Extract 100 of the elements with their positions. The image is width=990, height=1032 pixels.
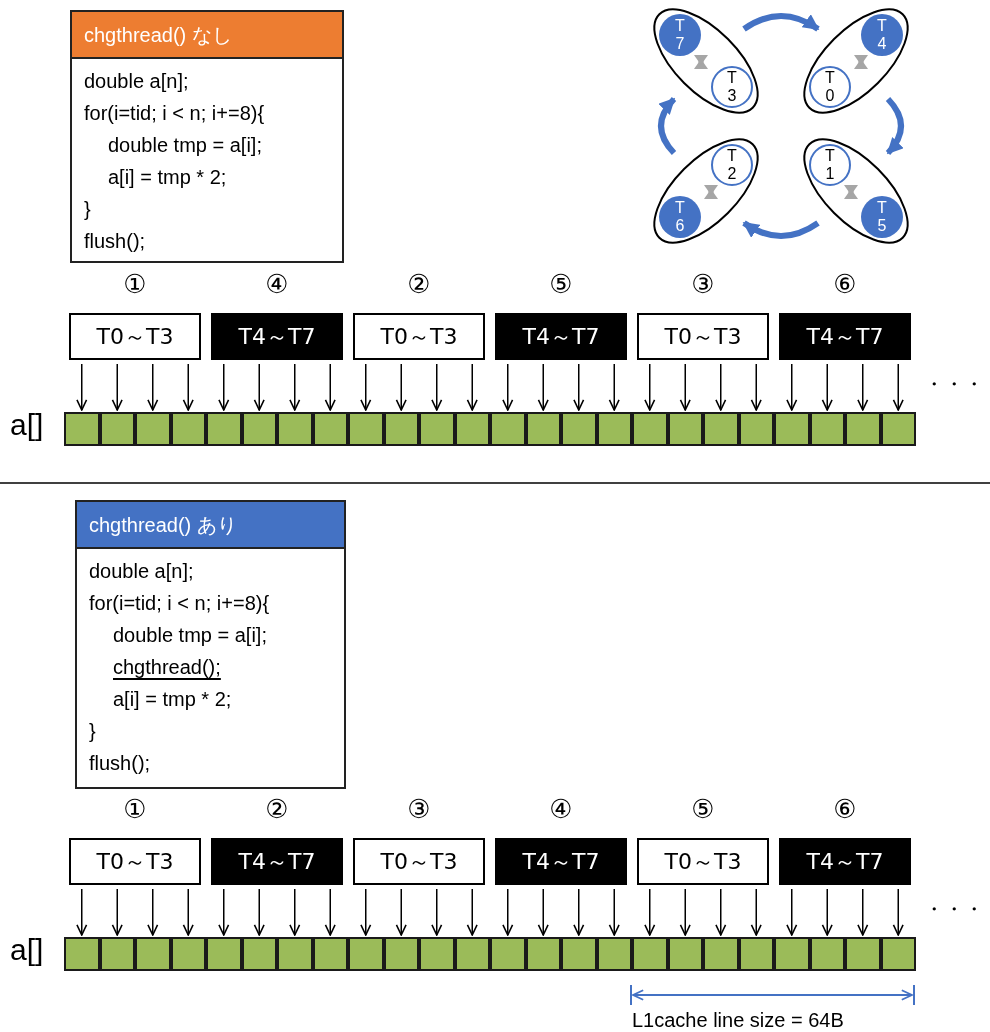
- array-cell: [348, 937, 384, 971]
- code-line: chgthread();: [113, 655, 222, 680]
- array-cell: [703, 937, 739, 971]
- arrow: [324, 888, 336, 936]
- thread-range-label: T4～T7: [522, 848, 600, 876]
- array-cell: [845, 937, 881, 971]
- code-line: a[i] = tmp * 2;: [113, 687, 233, 712]
- code-line: flush();: [84, 229, 147, 254]
- step-number: ⑤: [691, 796, 715, 822]
- thread-range-label: T0～T3: [380, 323, 458, 351]
- arrow: [573, 888, 585, 936]
- code-line: for(i=tid; i < n; i+=8){: [89, 591, 271, 616]
- array-cell: [561, 412, 597, 446]
- array-cell: [667, 937, 703, 971]
- arrow: [76, 888, 88, 936]
- step-number: ⑤: [549, 271, 573, 297]
- code-line: double a[n];: [89, 559, 195, 584]
- code-line: double tmp = a[i];: [108, 133, 263, 158]
- array-cell: [738, 937, 774, 971]
- arrow: [608, 888, 620, 936]
- array-label: a[]: [10, 410, 44, 440]
- thread-label: T1: [824, 147, 836, 183]
- swap-arrow: [846, 185, 856, 199]
- arrow: [218, 363, 230, 411]
- array-cell: [525, 412, 561, 446]
- arrow: [431, 363, 443, 411]
- arrow: [786, 363, 798, 411]
- array-cell: [809, 937, 845, 971]
- array-cell: [312, 937, 348, 971]
- array-cell: [632, 412, 668, 446]
- thread-range-label: T4～T7: [238, 323, 316, 351]
- step-number: ⑥: [833, 796, 857, 822]
- thread-range-label: T0～T3: [664, 323, 742, 351]
- code-line: for(i=tid; i < n; i+=8){: [84, 101, 266, 126]
- arrow: [537, 363, 549, 411]
- array-cell: [667, 412, 703, 446]
- array-cell: [383, 412, 419, 446]
- thread-pair-ellipse: [806, 11, 906, 111]
- thread-range-label: T4～T7: [806, 848, 884, 876]
- panel-header: chgthread() なし: [72, 12, 342, 57]
- arrow: [644, 363, 656, 411]
- arrow: [182, 888, 194, 936]
- step-number: ②: [407, 271, 431, 297]
- array-cell: [774, 937, 810, 971]
- arrow: [466, 888, 478, 936]
- thread-range-label: T0～T3: [96, 323, 174, 351]
- arrow: [182, 363, 194, 411]
- array-cell: [312, 412, 348, 446]
- array-cell: [206, 937, 242, 971]
- step-number: ④: [549, 796, 573, 822]
- code-line: double tmp = a[i];: [113, 623, 268, 648]
- step-number: ③: [407, 796, 431, 822]
- thread-label: T5: [876, 199, 888, 235]
- arrow: [892, 363, 904, 411]
- arrow: [892, 888, 904, 936]
- rotation-arrow: [742, 220, 820, 239]
- dimension-label: L1cache line size = 64B: [632, 1010, 844, 1030]
- step-number: ①: [123, 271, 147, 297]
- arrow: [395, 363, 407, 411]
- code-line: }: [84, 197, 92, 222]
- arrow: [289, 888, 301, 936]
- array-cell: [241, 412, 277, 446]
- arrow: [715, 363, 727, 411]
- array-cell: [490, 412, 526, 446]
- array-cell: [561, 937, 597, 971]
- array-cell: [170, 937, 206, 971]
- arrow: [360, 888, 372, 936]
- array-cell: [738, 412, 774, 446]
- code-line: flush();: [89, 751, 152, 776]
- arrow: [324, 363, 336, 411]
- step-number: ③: [691, 271, 715, 297]
- arrow: [857, 888, 869, 936]
- arrow: [821, 888, 833, 936]
- thread-label: T2: [726, 147, 738, 183]
- arrow: [679, 363, 691, 411]
- thread-range-label: T4～T7: [522, 323, 600, 351]
- arrow: [395, 888, 407, 936]
- swap-arrow: [696, 55, 706, 69]
- rotation-arrow: [742, 13, 820, 32]
- code-line: a[i] = tmp * 2;: [108, 165, 228, 190]
- array-cell: [277, 937, 313, 971]
- array-cell: [490, 937, 526, 971]
- thread-range-label: T4～T7: [806, 323, 884, 351]
- arrow: [147, 888, 159, 936]
- array-cell: [880, 412, 916, 446]
- array-cell: [632, 937, 668, 971]
- arrow: [289, 363, 301, 411]
- thread-label: T0: [824, 69, 836, 105]
- arrow: [466, 363, 478, 411]
- array-cell: [596, 412, 632, 446]
- array-cell: [525, 937, 561, 971]
- thread-pair-ellipse: [806, 141, 906, 241]
- array-cell: [703, 412, 739, 446]
- arrow: [608, 363, 620, 411]
- panel-header: chgthread() あり: [77, 502, 344, 547]
- arrow: [431, 888, 443, 936]
- array-cell: [419, 937, 455, 971]
- arrow: [750, 363, 762, 411]
- arrow: [644, 888, 656, 936]
- arrow: [750, 888, 762, 936]
